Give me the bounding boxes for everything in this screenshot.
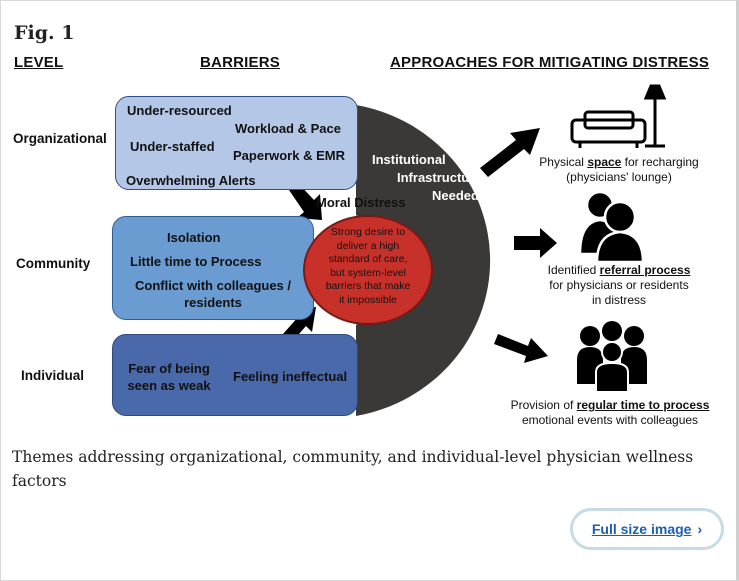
level-community: Community bbox=[16, 256, 91, 271]
infrastructure-line2: Infrastructure bbox=[397, 170, 482, 185]
barrier-under-resourced: Under-resourced bbox=[127, 103, 232, 118]
barrier-under-staffed: Under-staffed bbox=[130, 139, 215, 154]
arrow-org-to-moral bbox=[289, 183, 322, 220]
approaches-header: APPROACHES FOR MITIGATING DISTRESS bbox=[390, 54, 710, 71]
approach-space: Physical space for recharging (physician… bbox=[539, 155, 699, 184]
level-individual: Individual bbox=[21, 368, 85, 383]
infrastructure-line3: Needed bbox=[432, 188, 479, 203]
level-organizational: Organizational bbox=[13, 131, 107, 146]
organizational-barriers-box bbox=[115, 96, 358, 190]
moral-distress-text: Strong desire to deliver a high standard… bbox=[325, 226, 411, 306]
moral-distress-circle bbox=[303, 215, 433, 325]
approach-time: Provision of regular time to process emo… bbox=[510, 398, 710, 427]
figure-caption: Themes addressing organizational, commun… bbox=[12, 448, 694, 490]
community-barriers-box bbox=[112, 216, 314, 320]
full-size-image-label: Full size image bbox=[591, 521, 692, 537]
barrier-conflict: Conflict with colleagues / residents bbox=[134, 278, 292, 310]
group-people-icon bbox=[577, 321, 647, 393]
barrier-ineffectual: Feeling ineffectual bbox=[233, 369, 348, 384]
barrier-isolation: Isolation bbox=[167, 230, 221, 245]
barrier-fear: Fear of being seen as weak bbox=[127, 361, 211, 393]
barrier-paperwork: Paperwork & EMR bbox=[233, 148, 345, 163]
chevron-right-icon: › bbox=[697, 521, 703, 537]
barrier-little-time: Little time to Process bbox=[130, 254, 262, 269]
infrastructure-line1: Institutional bbox=[372, 152, 446, 167]
figure-title: Fig. 1 bbox=[14, 22, 75, 44]
barrier-alerts: Overwhelming Alerts bbox=[126, 173, 256, 188]
two-people-icon bbox=[578, 190, 645, 264]
level-header: LEVEL bbox=[14, 54, 64, 71]
approach-referral: Identified referral process for physicia… bbox=[547, 263, 691, 307]
individual-barriers-box bbox=[112, 334, 358, 416]
arrow-to-space bbox=[480, 128, 540, 177]
barrier-workload: Workload & Pace bbox=[235, 121, 341, 136]
barriers-header: BARRIERS bbox=[200, 54, 280, 71]
moral-distress-title: Moral Distress bbox=[316, 195, 406, 210]
couch-lamp-icon bbox=[570, 84, 667, 148]
arrow-to-time bbox=[494, 334, 548, 363]
full-size-image-button[interactable]: Full size image › bbox=[570, 508, 724, 550]
arrow-to-referral bbox=[514, 228, 557, 258]
